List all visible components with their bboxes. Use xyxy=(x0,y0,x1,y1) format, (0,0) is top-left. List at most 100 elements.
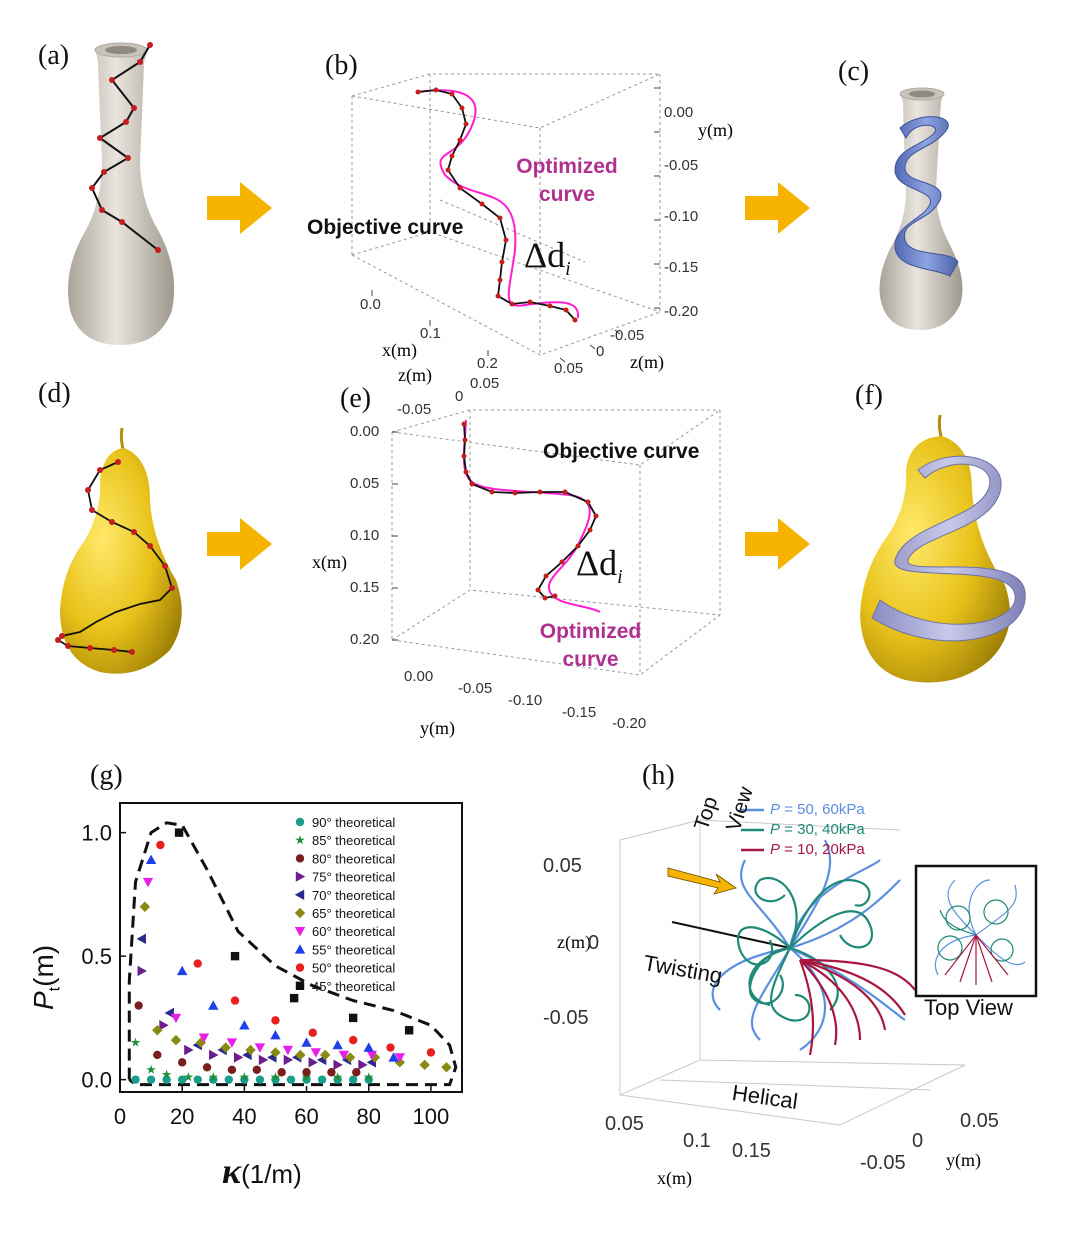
legend-h-2-text: = 30, 40kPa xyxy=(780,821,865,838)
box-e xyxy=(391,409,721,676)
y-tick-label-g: 0.5 xyxy=(81,944,112,969)
y-tick-label-g: 1.0 xyxy=(81,821,112,846)
data-point-0 xyxy=(302,1075,311,1084)
data-point-1 xyxy=(183,1072,194,1082)
y-tick-label-g: 0.0 xyxy=(81,1068,112,1093)
data-point-2 xyxy=(153,1050,162,1060)
data-point-1 xyxy=(161,1069,172,1079)
data-point-9 xyxy=(174,828,184,837)
y-tick-b-2: -0.10 xyxy=(664,208,699,225)
panel-label-e: (e) xyxy=(340,383,372,414)
legend-label-g-7: 55° theoretical xyxy=(312,942,395,957)
box-b xyxy=(351,73,661,356)
axis-ticks-e xyxy=(392,431,398,641)
legend-h-2: P = 30, 40kPa xyxy=(770,821,865,838)
objective-curve-e xyxy=(461,421,599,601)
data-point-5 xyxy=(245,1044,256,1056)
data-point-4 xyxy=(136,933,146,945)
data-point-8 xyxy=(426,1048,436,1057)
data-point-7 xyxy=(332,1039,343,1050)
data-point-5 xyxy=(270,1047,281,1058)
data-point-8 xyxy=(386,1043,395,1052)
z-tick-b-left: 0.05 xyxy=(470,375,500,392)
data-point-2 xyxy=(134,1001,143,1010)
x-tick-label-g: 100 xyxy=(413,1104,450,1129)
z-tick-h-1: 0 xyxy=(588,932,600,954)
x-tick-e-3: 0.15 xyxy=(350,579,380,596)
inset-top-view-label: Top View xyxy=(924,995,1013,1020)
legend-marker-g-4 xyxy=(294,889,305,900)
legend-label-g-1: 85° theoretical xyxy=(312,833,395,848)
z-axis-label-h: z(m) xyxy=(557,932,591,952)
data-point-1 xyxy=(270,1072,281,1082)
data-point-5 xyxy=(419,1059,430,1071)
y-tick-b-1: -0.05 xyxy=(664,157,699,174)
y-tick-e-2: -0.10 xyxy=(508,692,543,709)
arrow-e-f xyxy=(745,518,810,570)
panel-label-d: (d) xyxy=(38,378,71,409)
data-point-0 xyxy=(255,1075,265,1084)
axis-ticks-b xyxy=(371,87,660,363)
ylabel-g-sub: t xyxy=(46,986,64,992)
data-point-0 xyxy=(224,1075,234,1084)
ylabel-g-unit: (m) xyxy=(28,944,59,987)
data-point-0 xyxy=(333,1075,342,1084)
data-point-0 xyxy=(317,1075,327,1084)
data-point-6 xyxy=(170,1013,182,1024)
data-point-1 xyxy=(332,1072,343,1082)
legend-h-1-p: P xyxy=(770,801,781,818)
data-point-9 xyxy=(404,1026,414,1035)
data-point-0 xyxy=(177,1075,187,1084)
data-point-6 xyxy=(198,1033,210,1043)
box-h xyxy=(619,819,966,1126)
data-point-0 xyxy=(131,1075,140,1084)
data-point-1 xyxy=(208,1072,219,1082)
data-point-6 xyxy=(282,1045,294,1056)
legend-marker-g-2 xyxy=(295,854,305,863)
data-point-3 xyxy=(358,1059,368,1071)
data-point-2 xyxy=(227,1065,237,1074)
fan-curves-red xyxy=(798,958,916,1056)
x-tick-label-g: 40 xyxy=(232,1104,256,1129)
data-point-3 xyxy=(209,1049,219,1061)
data-point-1 xyxy=(146,1064,156,1074)
ribbon-c xyxy=(894,116,959,277)
legend-label-g-0: 90° theoretical xyxy=(312,815,395,830)
z-tick-b-1: 0 xyxy=(596,343,605,360)
data-point-1 xyxy=(130,1037,141,1047)
legend-label-g-8: 50° theoretical xyxy=(312,961,395,976)
data-point-7 xyxy=(363,1042,374,1052)
pear-d xyxy=(60,427,182,674)
data-point-9 xyxy=(348,1013,358,1023)
data-point-2 xyxy=(252,1065,261,1074)
data-point-3 xyxy=(233,1052,244,1063)
data-point-2 xyxy=(327,1068,336,1077)
y-axis-label-b: y(m) xyxy=(698,120,733,140)
x-tick-label-g: 0 xyxy=(114,1104,126,1129)
arrow-a-b xyxy=(207,182,272,234)
optimized-curve-b xyxy=(417,89,580,319)
legend-label-g-3: 75° theoretical xyxy=(312,870,395,885)
delta-b-main: Δd xyxy=(524,235,566,275)
z-tick-h-2: -0.05 xyxy=(543,1007,589,1029)
panel-label-c: (c) xyxy=(838,56,870,87)
data-point-0 xyxy=(348,1075,358,1084)
data-point-1 xyxy=(363,1072,374,1082)
data-point-0 xyxy=(162,1075,171,1084)
data-point-6 xyxy=(254,1043,266,1053)
data-point-0 xyxy=(146,1075,156,1084)
y-tick-e-4: -0.20 xyxy=(612,715,647,732)
legend-h-1: P = 50, 60kPa xyxy=(770,801,865,818)
data-point-5 xyxy=(441,1062,452,1073)
panel-label-a: (a) xyxy=(38,40,70,71)
pear-d-curve xyxy=(55,459,175,655)
legend-label-g-2: 80° theoretical xyxy=(312,851,395,866)
x-tick-h-2: 0.15 xyxy=(732,1140,771,1162)
z-tick-b-0: -0.05 xyxy=(610,327,645,344)
y-axis-label-g: Pt(m) xyxy=(28,945,65,1010)
legend-marker-g-5 xyxy=(294,907,306,919)
legend-label-g-5: 65° theoretical xyxy=(312,906,395,921)
delta-e-main: Δd xyxy=(576,543,618,583)
y-tick-e-0: 0.00 xyxy=(404,668,434,685)
delta-b-sub: i xyxy=(565,258,571,281)
